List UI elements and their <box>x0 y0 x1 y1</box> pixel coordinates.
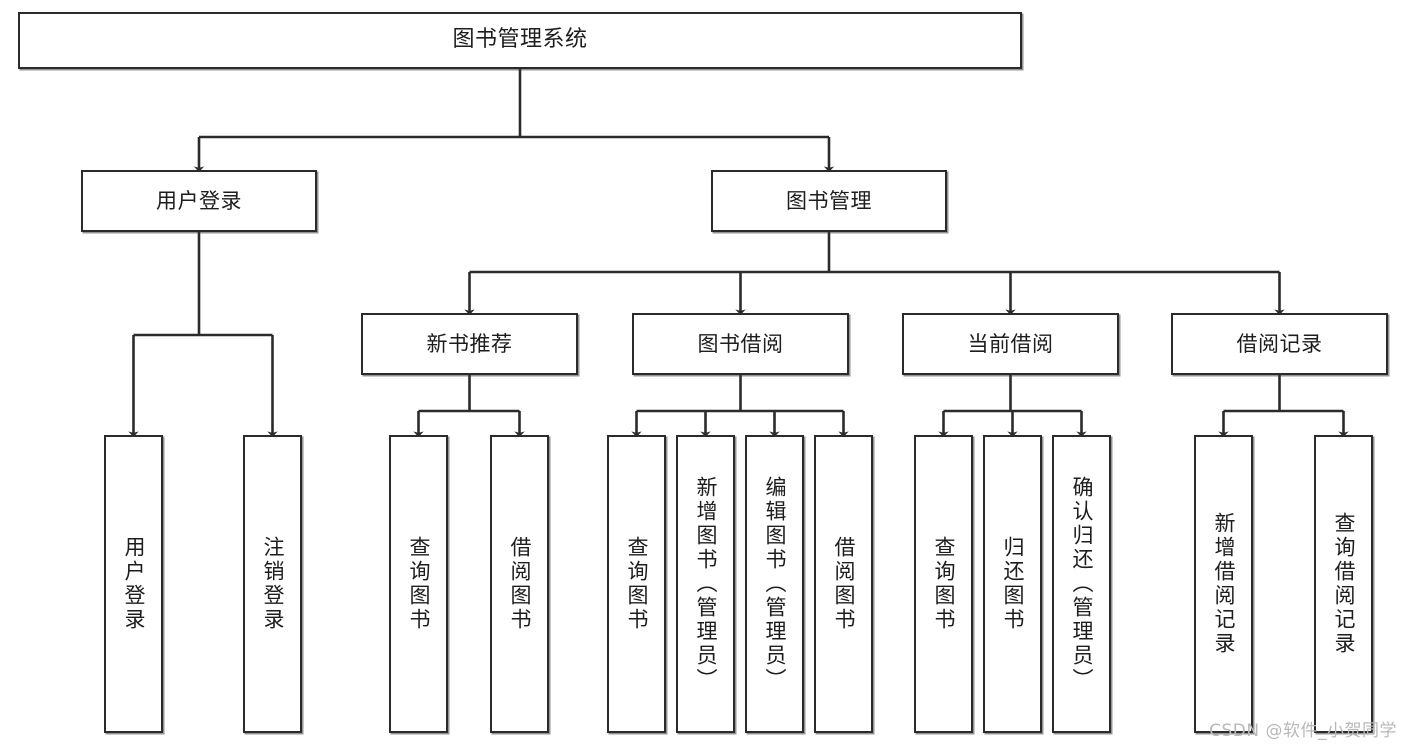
node-book-borrow[interactable]: 图书借阅 <box>632 313 849 375</box>
node-leaf-add-book[interactable]: 新增图书（管理员） <box>676 435 735 733</box>
node-current-borrow[interactable]: 当前借阅 <box>902 313 1119 375</box>
node-root-label: 图书管理系统 <box>452 27 588 53</box>
node-leaf-user-logout[interactable]: 注销登录 <box>243 435 302 733</box>
node-label: 用户登录 <box>156 188 242 213</box>
node-label: 新增图书（管理员） <box>693 476 718 692</box>
node-label: 查询图书 <box>931 536 956 632</box>
node-label: 借阅图书 <box>831 536 856 632</box>
node-label: 借阅图书 <box>507 536 532 632</box>
node-book-manage[interactable]: 图书管理 <box>711 170 947 232</box>
node-root[interactable]: 图书管理系统 <box>18 12 1022 69</box>
node-leaf-confirm-return[interactable]: 确认归还（管理员） <box>1052 435 1111 733</box>
node-leaf-borrow-book-1[interactable]: 借阅图书 <box>490 435 549 733</box>
node-label: 图书管理 <box>786 188 872 213</box>
node-leaf-user-login[interactable]: 用户登录 <box>104 435 163 733</box>
node-leaf-query-book-1[interactable]: 查询图书 <box>389 435 448 733</box>
node-label: 注销登录 <box>260 536 285 632</box>
node-leaf-query-record[interactable]: 查询借阅记录 <box>1314 435 1373 733</box>
node-label: 用户登录 <box>121 536 146 632</box>
watermark: CSDN @软件_小贺同学 <box>1209 721 1397 741</box>
node-user-login[interactable]: 用户登录 <box>81 170 317 232</box>
node-label: 编辑图书（管理员） <box>762 476 787 692</box>
node-label: 图书借阅 <box>697 331 784 356</box>
node-leaf-edit-book[interactable]: 编辑图书（管理员） <box>745 435 804 733</box>
node-label: 查询借阅记录 <box>1331 512 1356 656</box>
node-leaf-query-book-3[interactable]: 查询图书 <box>914 435 973 733</box>
node-leaf-add-record[interactable]: 新增借阅记录 <box>1194 435 1253 733</box>
node-leaf-query-book-2[interactable]: 查询图书 <box>607 435 666 733</box>
node-new-book-recommend[interactable]: 新书推荐 <box>361 313 578 375</box>
node-leaf-borrow-book-2[interactable]: 借阅图书 <box>814 435 873 733</box>
node-label: 当前借阅 <box>967 331 1054 356</box>
node-borrow-record[interactable]: 借阅记录 <box>1171 313 1388 375</box>
node-label: 新增借阅记录 <box>1211 512 1236 656</box>
node-label: 归还图书 <box>1000 536 1025 632</box>
node-label: 确认归还（管理员） <box>1069 476 1094 692</box>
node-label: 新书推荐 <box>426 331 513 356</box>
node-label: 借阅记录 <box>1236 331 1323 356</box>
node-label: 查询图书 <box>624 536 649 632</box>
node-leaf-return-book[interactable]: 归还图书 <box>983 435 1042 733</box>
node-label: 查询图书 <box>406 536 431 632</box>
